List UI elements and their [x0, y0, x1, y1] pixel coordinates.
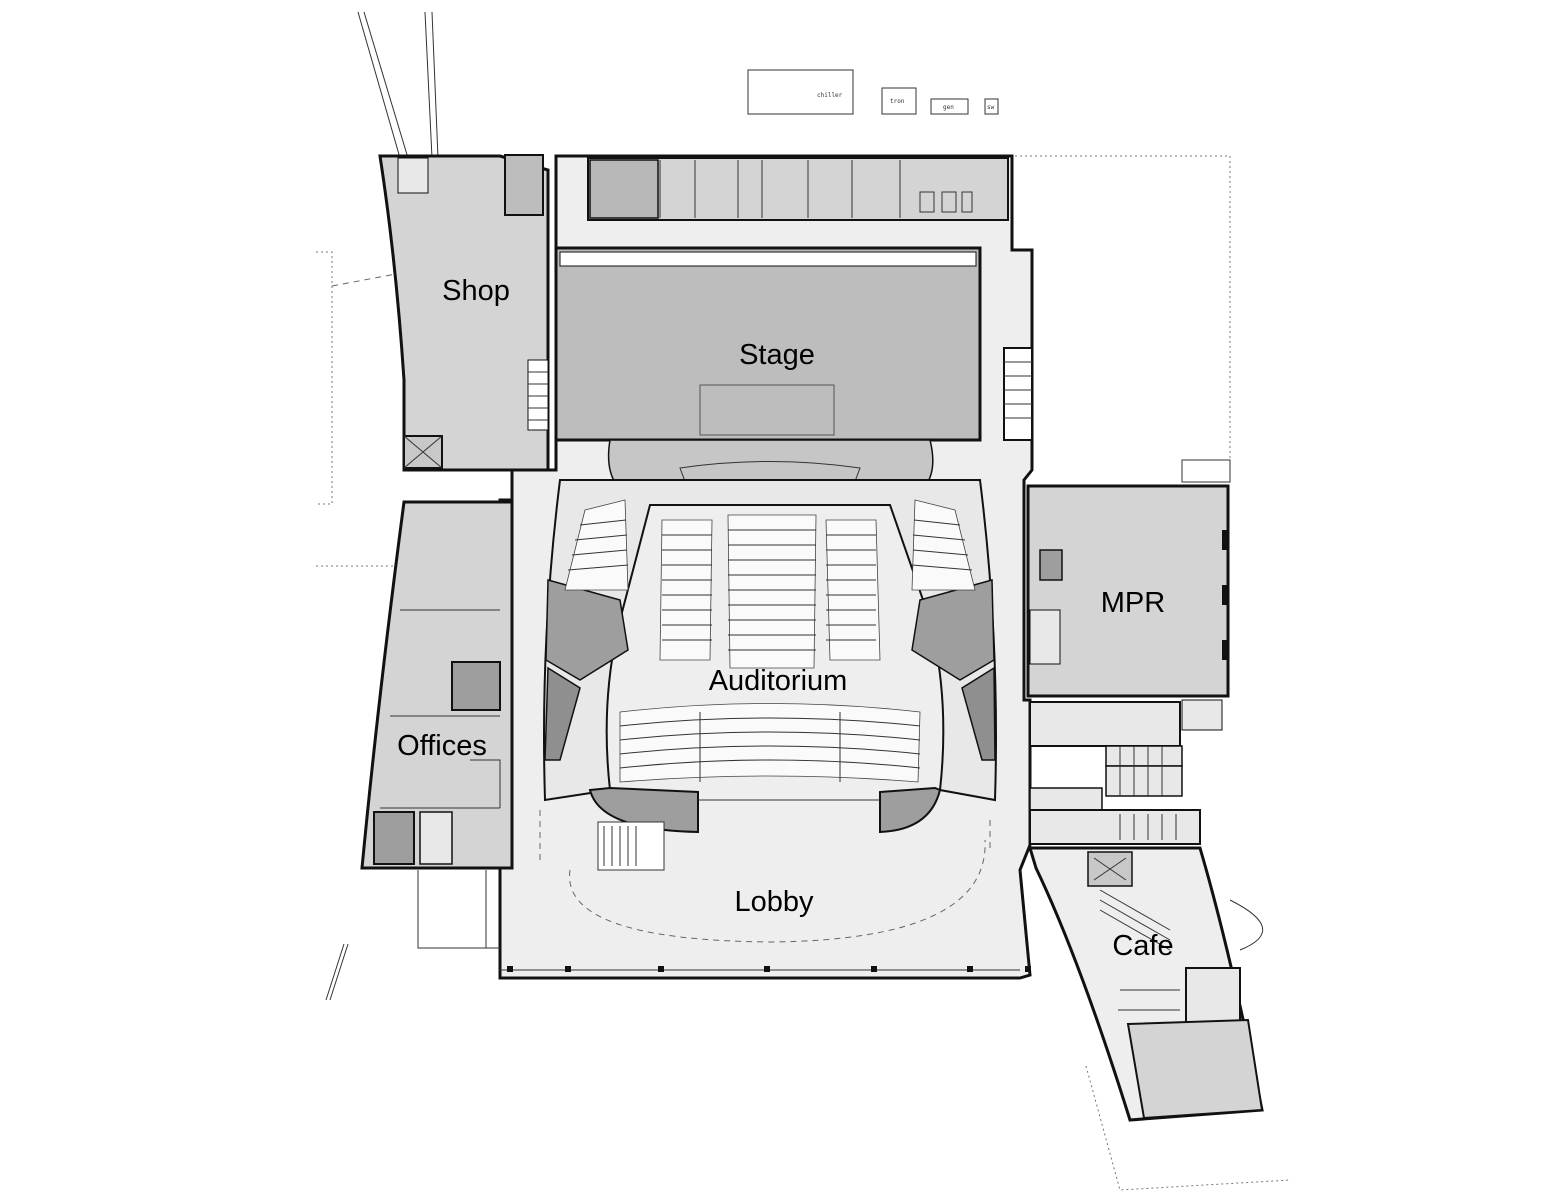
- room-label-shop: Shop: [442, 275, 510, 307]
- room-label-offices: Offices: [397, 730, 487, 762]
- lobby: Lobby: [500, 810, 1020, 971]
- restrooms: [1029, 701, 1201, 845]
- structural-columns: [507, 530, 1228, 972]
- right-stair: [1003, 347, 1231, 483]
- gen-label: gen: [943, 104, 954, 111]
- auditorium: Auditorium: [543, 479, 997, 802]
- mpr: MPR: [1026, 484, 1230, 731]
- room-label-lobby: Lobby: [734, 886, 814, 918]
- rear-seating: [619, 703, 921, 783]
- storage-room: [589, 159, 659, 219]
- chiller-pad: [747, 69, 854, 115]
- room-label-mpr: MPR: [1101, 587, 1165, 619]
- shop-wing: Shop: [378, 154, 550, 472]
- cafe-wing: Cafe: [1027, 846, 1264, 1122]
- tron-label: tron: [890, 98, 905, 105]
- rear-vestibule: [588, 786, 942, 871]
- sw-pad: [984, 98, 999, 115]
- gen-pad: [930, 98, 969, 115]
- room-label-cafe: Cafe: [1112, 930, 1173, 962]
- room-label-stage: Stage: [739, 339, 815, 371]
- site-lines: [316, 11, 1291, 1191]
- equipment-pads: chiller tron gen sw: [747, 69, 999, 115]
- room-label-auditorium: Auditorium: [709, 665, 848, 697]
- chiller-label: chiller: [817, 92, 843, 99]
- orchestra-seating: [564, 499, 976, 669]
- tron-pad: [881, 87, 917, 115]
- stage-house: Stage: [554, 246, 982, 506]
- offices-wing: Offices: [360, 500, 514, 949]
- sw-label: sw: [987, 104, 995, 111]
